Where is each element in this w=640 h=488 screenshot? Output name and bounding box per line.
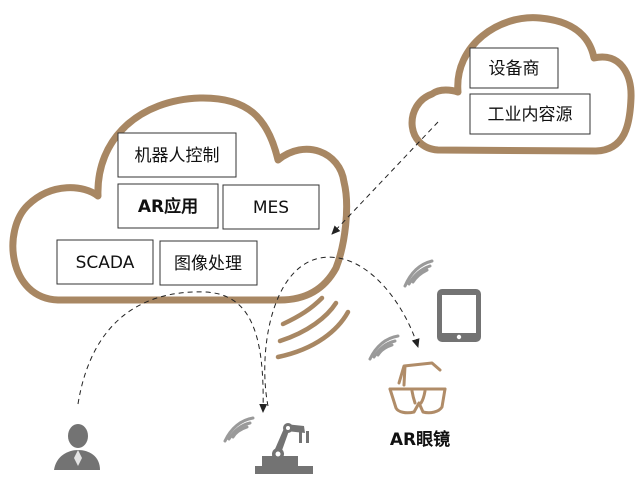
label-industrial-content: 工业内容源 <box>488 105 573 125</box>
label-ar-app: AR应用 <box>138 196 198 217</box>
cloud-broadcast-signal <box>275 295 351 360</box>
label-mes: MES <box>253 198 289 218</box>
robot-to-ar-glasses-arrow <box>264 256 420 407</box>
label-image-processing: 图像处理 <box>174 254 242 274</box>
box-vendor: 设备商 <box>469 47 559 89</box>
box-robot-control: 机器人控制 <box>117 132 237 178</box>
robot-arm-icon <box>255 423 313 474</box>
label-scada: SCADA <box>76 253 135 273</box>
label-robot-control: 机器人控制 <box>135 146 220 166</box>
person-icon <box>54 424 100 470</box>
label-vendor: 设备商 <box>489 59 540 79</box>
robot-wifi-icon <box>223 416 255 443</box>
box-industrial-content: 工业内容源 <box>469 93 591 135</box>
box-image-processing: 图像处理 <box>159 240 258 286</box>
box-ar-app: AR应用 <box>117 183 219 229</box>
ar-glasses-label: AR眼镜 <box>390 429 450 450</box>
content-to-cloud-arrow <box>331 121 439 235</box>
box-mes: MES <box>222 184 320 230</box>
tablet-icon <box>437 289 481 342</box>
glasses-wifi-icon <box>368 334 400 361</box>
ar-glasses-icon <box>388 361 447 415</box>
tablet-wifi-icon <box>403 259 434 288</box>
box-scada: SCADA <box>56 239 154 285</box>
person-to-robot-arrow <box>77 291 268 413</box>
